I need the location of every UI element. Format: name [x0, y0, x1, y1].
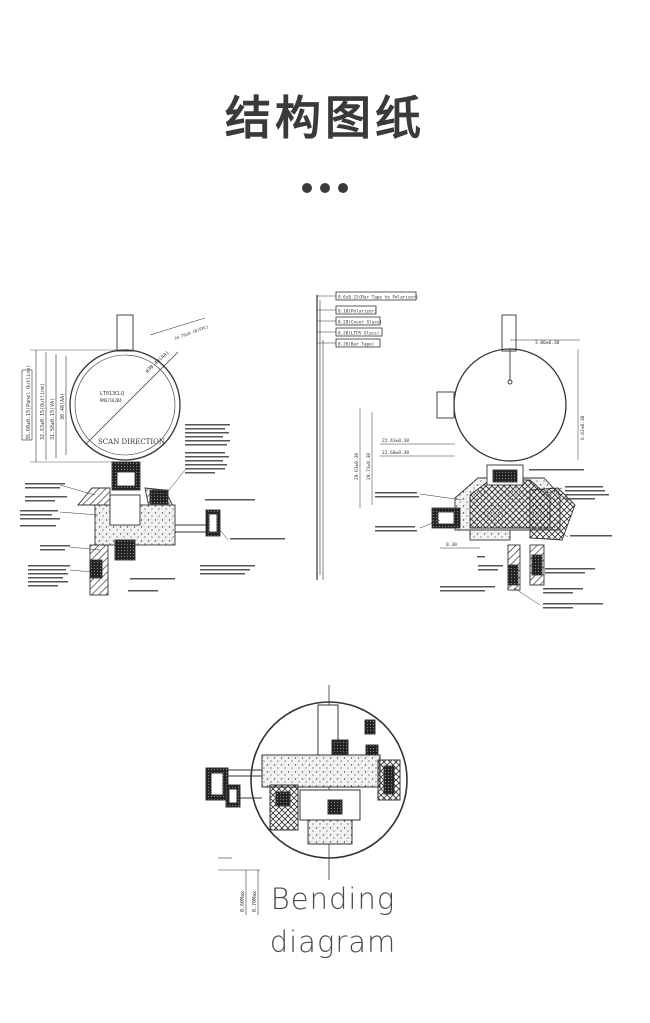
- bend-dim-2: 0.70Max: [252, 891, 258, 912]
- dot-2: [320, 183, 330, 193]
- back-dim-left-1: 29.63±0.30: [354, 453, 360, 480]
- scan-direction-label: SCAN DIRECTION: [98, 438, 165, 446]
- side-label-3: 0.20(Cover Glass): [338, 320, 382, 326]
- dim-outline: 32.63±0.15(Outline): [40, 383, 46, 440]
- back-view: 3.00±0.30 6.62±0.30 29.63±0.30 29.71±0.3…: [354, 314, 612, 609]
- back-dim-bottom: 0.30: [446, 542, 457, 548]
- diameter-label: ø30.40(AA): [144, 350, 170, 375]
- round-display-aa: [74, 354, 176, 456]
- bend-dim-1: 0.60Max: [240, 891, 246, 912]
- side-view: 0.6±0.15(Bar Tape to Polarizer) 0.10(Pol…: [316, 291, 418, 580]
- front-view: LT013CLQ RM67162B4 SCAN DIRECTION ø30.40…: [20, 314, 285, 596]
- bending-label-line2: diagram: [269, 925, 397, 959]
- dim-panel-outline: 35.60±0.15(Panel Outline): [26, 365, 32, 440]
- dim-va: 31.58±0.15(VA): [50, 398, 56, 440]
- side-label-1: 0.6±0.15(Bar Tape to Polarizer): [338, 295, 418, 301]
- decorative-dots: [0, 178, 650, 197]
- dim-aa: 30.40(AA): [60, 393, 66, 420]
- side-label-5: 0.20(Bar Tape): [338, 342, 374, 348]
- side-label-2: 0.10(Polarizer): [338, 309, 377, 315]
- back-dim-top: 3.00±0.30: [535, 340, 560, 346]
- back-dim-mid-1: 22.43±0.30: [382, 438, 409, 444]
- back-dim-left-2: 29.71±0.30: [366, 453, 372, 480]
- page-title: 结构图纸: [225, 91, 425, 145]
- back-dim-mid-2: 22.60±0.30: [382, 450, 409, 456]
- dot-3: [338, 183, 348, 193]
- bending-label-line1: Bending: [270, 882, 396, 916]
- center-label-2: RM67162B4: [100, 398, 122, 403]
- side-label-4: 0.20(LTPS Glass): [338, 331, 379, 337]
- bending-view: 0.60Max 0.70Max: [205, 685, 408, 915]
- top-angle-label: 26.70±0.20(FPC): [174, 324, 210, 341]
- fpc-tab-top: [116, 314, 134, 352]
- back-dim-right: 6.62±0.30: [580, 415, 586, 440]
- center-label-1: LT013CLQ: [100, 391, 124, 397]
- dot-1: [302, 183, 312, 193]
